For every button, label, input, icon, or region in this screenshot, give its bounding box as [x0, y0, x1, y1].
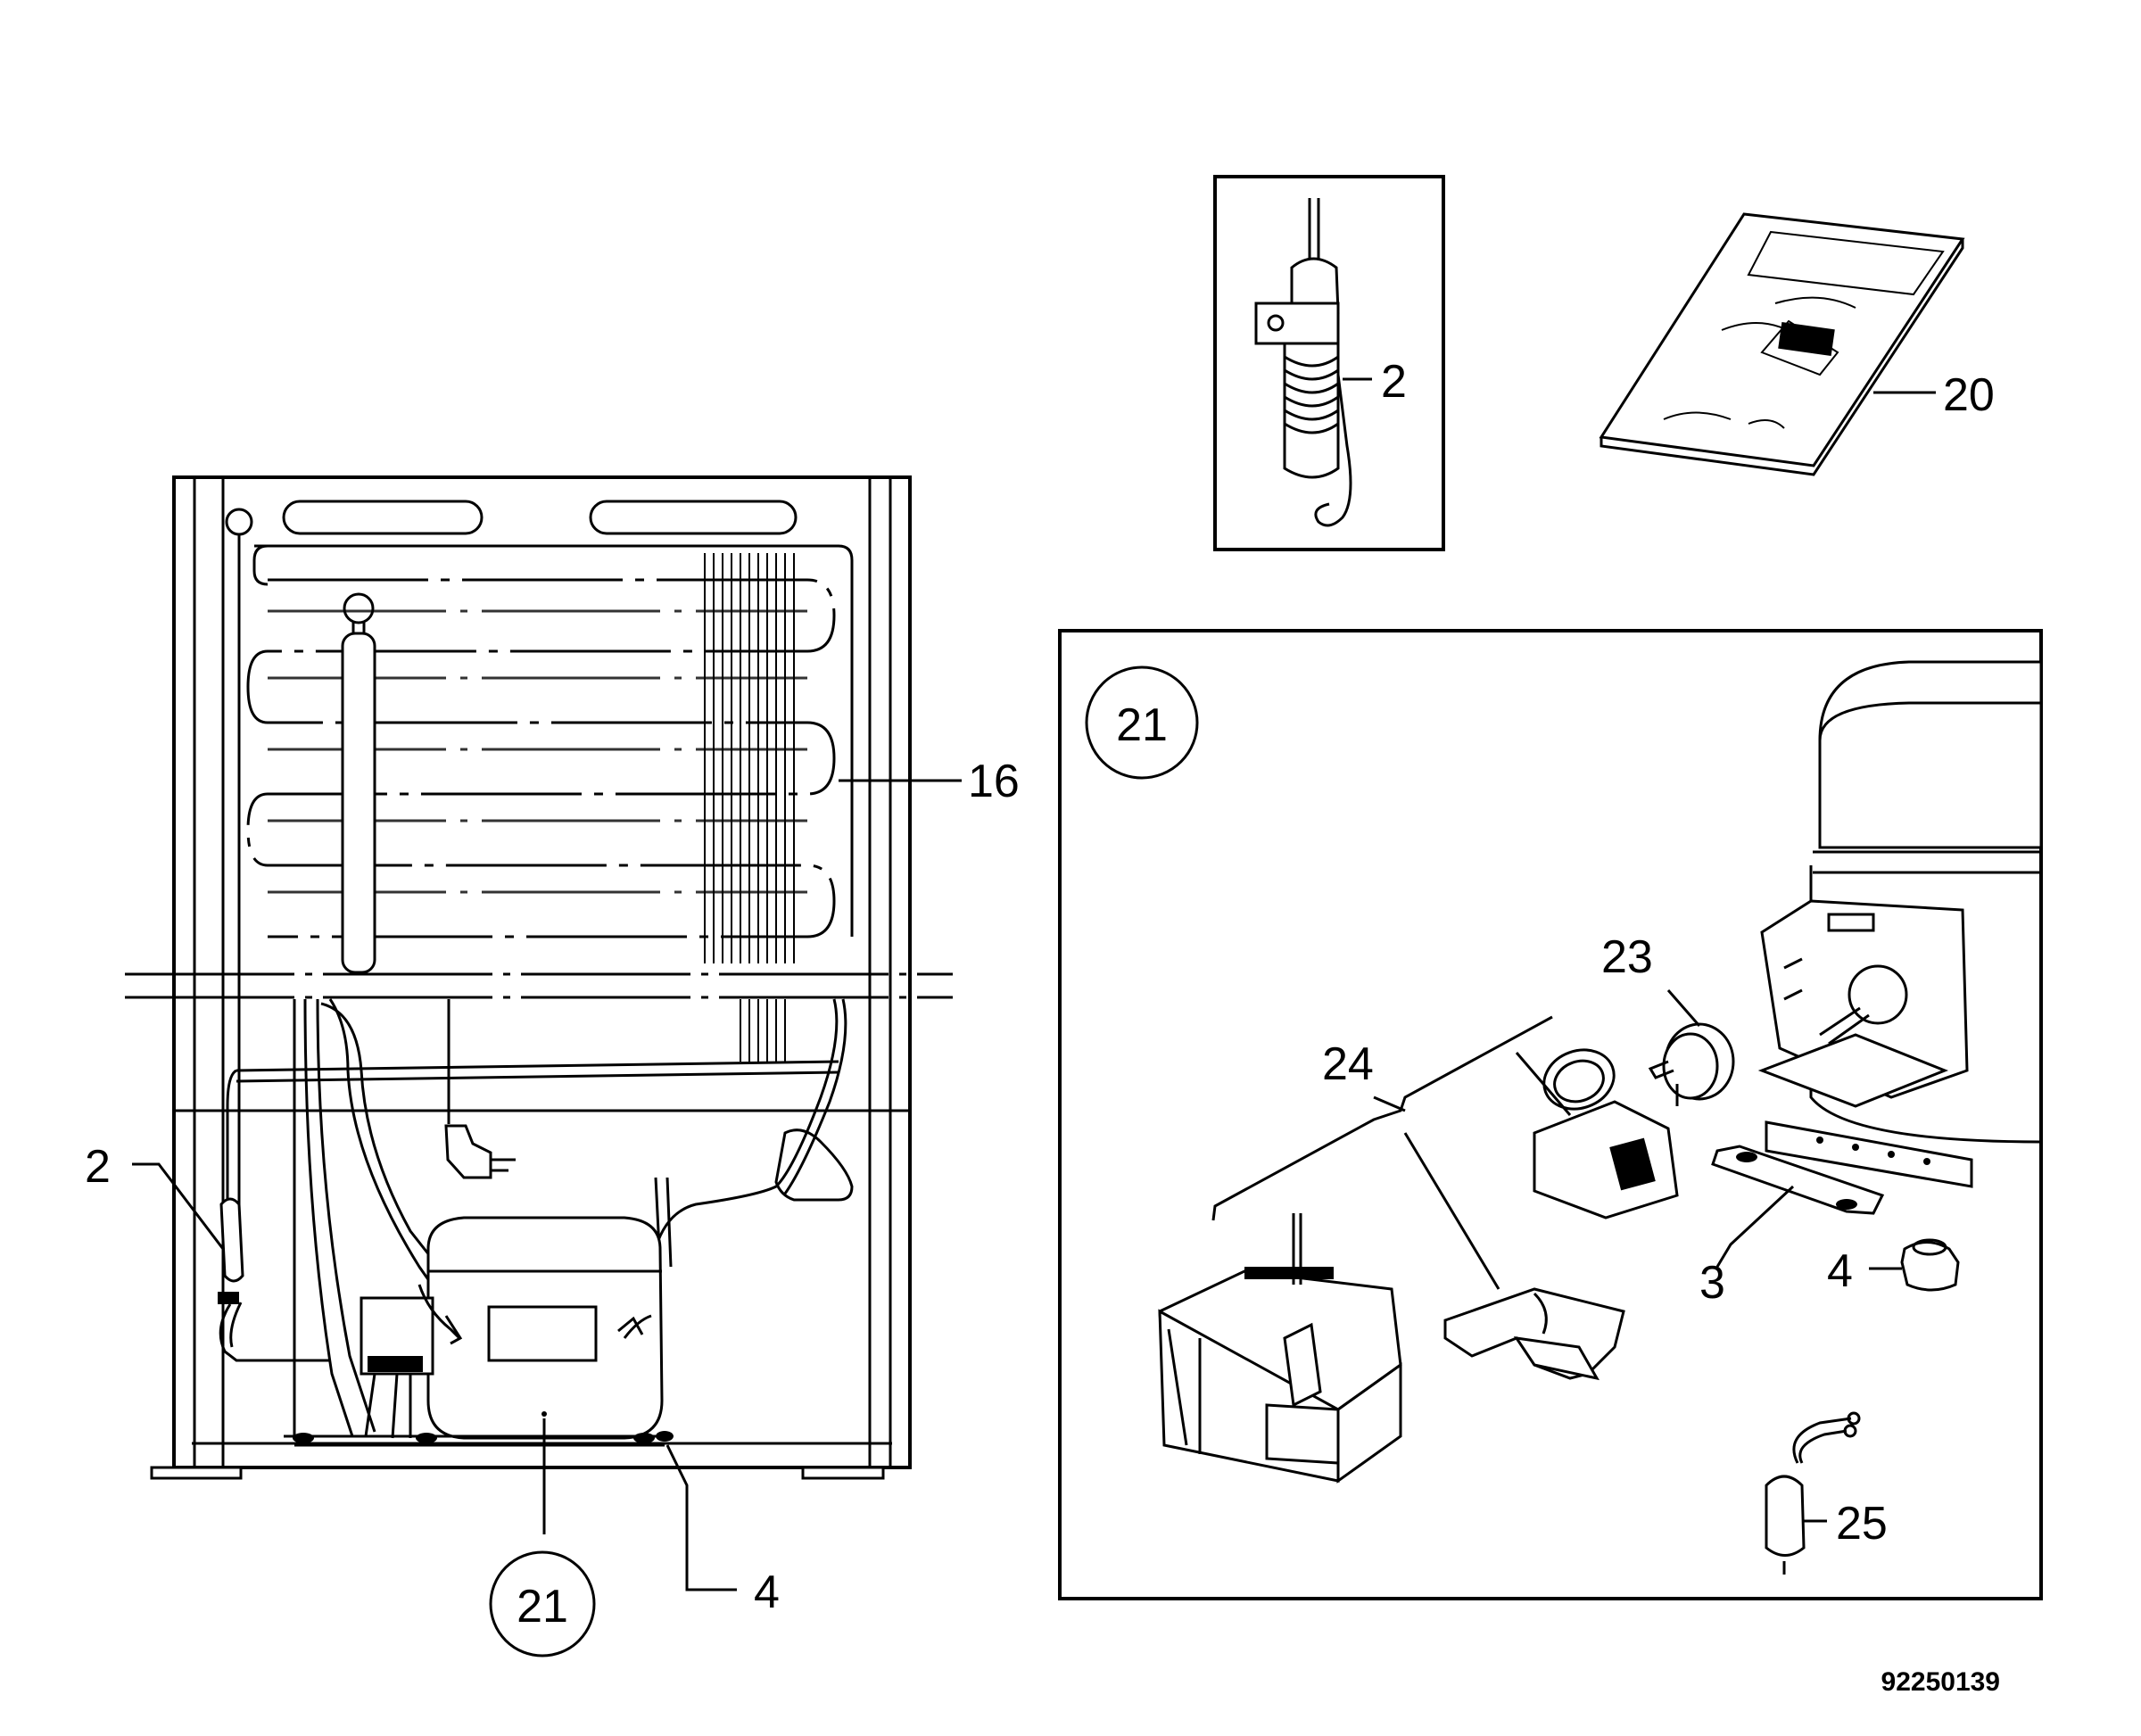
thermal-protector [1648, 989, 1735, 1106]
callout-evaporator: 16 [968, 756, 1020, 807]
callout-capacitor: 25 [1836, 1498, 1888, 1550]
capacitor [1765, 1411, 1861, 1575]
callout-compressor-detail: 21 [1116, 699, 1168, 751]
compressor-callout-circle-detail [1085, 665, 1199, 780]
thermostat-detail-box [1213, 175, 1445, 551]
callout-compressor-left: 21 [517, 1581, 568, 1633]
spring-clip [1711, 1145, 1885, 1268]
thermostat-detail [1213, 175, 1445, 551]
callout-fixing-left: 4 [754, 1567, 780, 1618]
grommet [1869, 1238, 1960, 1292]
callout-thermal-protector: 23 [1601, 931, 1653, 983]
callout-thermostat-left: 2 [85, 1141, 111, 1193]
drier-tube [341, 592, 376, 974]
callout-grommet: 4 [1827, 1245, 1853, 1297]
cabinet-outline [172, 475, 912, 1469]
top-vent-left [282, 500, 484, 535]
compressor-left [284, 1216, 674, 1447]
condenser-coil [237, 535, 854, 1231]
compressor-detail-box [1058, 629, 2043, 1600]
power-plug [444, 1124, 516, 1179]
compressor-detail [1058, 629, 2043, 1600]
callout-relay-kit: 24 [1322, 1038, 1374, 1090]
lower-pipes [226, 998, 854, 1437]
thermostat-left [218, 1197, 330, 1362]
compressor-callout-circle-left [489, 1550, 596, 1657]
top-vent-right [589, 500, 798, 535]
drawing-number: 92250139 [1881, 1667, 2000, 1697]
compressor-dome [1757, 660, 2043, 1188]
relay-kit [1158, 1015, 1625, 1484]
condenser-wires [704, 553, 795, 1062]
callout-manual: 20 [1943, 369, 1995, 421]
callout-thermostat-detail: 2 [1381, 356, 1407, 408]
callout-clip: 3 [1699, 1257, 1725, 1309]
instruction-manual [1599, 212, 1965, 476]
break-lines [125, 972, 953, 999]
relay-assembly [1515, 1048, 1679, 1219]
refrigerator-back-view [125, 475, 962, 1657]
